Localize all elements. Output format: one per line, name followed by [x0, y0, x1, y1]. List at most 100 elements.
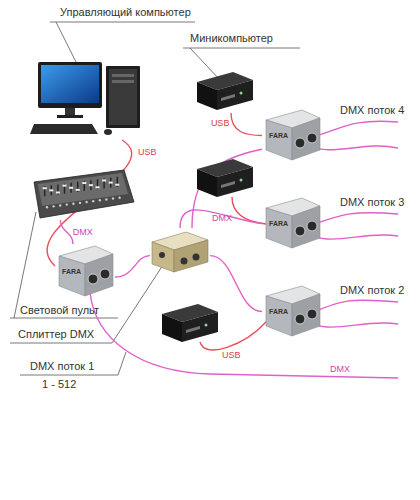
dmx-cable — [115, 256, 150, 277]
illustration-shape — [292, 118, 320, 160]
usb-cable — [231, 113, 262, 136]
illustration-shape — [197, 82, 217, 110]
illustration-shape — [38, 173, 128, 206]
device-illustration — [195, 68, 255, 113]
illustration-shape — [174, 240, 208, 272]
cable-label: USB — [211, 118, 230, 129]
illustration-shape — [307, 309, 317, 319]
illustration-shape — [152, 242, 174, 272]
illustration-shape — [118, 197, 120, 199]
stream-label: DMX поток 2 — [340, 284, 404, 297]
cable-label: DMX — [212, 213, 232, 224]
device-face — [197, 169, 217, 197]
dmx-cable — [210, 256, 262, 312]
illustration-shape — [99, 199, 101, 201]
illustration-shape — [292, 206, 320, 248]
illustration-shape — [266, 120, 292, 160]
dmx-cable — [90, 292, 398, 378]
illustration-shape — [109, 69, 137, 125]
stream-label: DMX поток 4 — [340, 104, 404, 117]
illustration-shape — [159, 252, 165, 258]
leader-line — [183, 48, 300, 80]
dmx-interface: FARA — [262, 108, 322, 163]
illustration-shape — [69, 187, 73, 189]
illustration-shape — [85, 254, 113, 296]
channel-range: 1 - 512 — [42, 378, 76, 391]
illustration-shape — [307, 221, 317, 231]
illustration-shape — [104, 129, 112, 135]
dmx-cable — [312, 300, 398, 313]
leader-line — [10, 212, 118, 318]
illustration-shape — [181, 258, 188, 265]
dmx-wires — [90, 121, 398, 378]
illustration-shape — [30, 124, 98, 134]
illustration-shape — [102, 179, 106, 181]
illustration-shape — [92, 200, 94, 202]
illustration-shape — [66, 203, 68, 205]
illustration-shape — [112, 197, 114, 199]
illustration-shape — [109, 182, 113, 184]
illustration-shape — [85, 201, 87, 203]
illustration-shape — [52, 205, 54, 207]
device-port — [221, 181, 235, 188]
dmx-cable — [312, 213, 398, 225]
illustration-shape — [38, 62, 102, 108]
illustration-shape — [106, 66, 140, 128]
illustration-shape — [59, 204, 61, 206]
cable-label: DMX — [330, 364, 350, 375]
device-port — [186, 326, 200, 333]
illustration-shape — [49, 189, 53, 191]
control-computer: Управляющий компьютер — [30, 58, 145, 140]
brand-mark: FARA — [269, 308, 293, 316]
device-led — [205, 324, 208, 327]
device-face — [182, 312, 218, 342]
device-face — [217, 167, 253, 197]
illustration-shape — [240, 92, 243, 95]
dmx-interface: FARA — [262, 284, 322, 339]
cable-label: DMX — [73, 227, 93, 238]
dmx-interface: FARA — [55, 244, 115, 299]
illustration-shape — [46, 206, 48, 208]
device-illustration — [30, 58, 145, 140]
mini-computer-art — [197, 159, 253, 197]
callout-text: Миникомпьютер — [190, 32, 310, 45]
illustration-shape — [41, 65, 99, 103]
illustration-shape — [56, 191, 60, 193]
illustration-shape — [96, 186, 100, 188]
illustration-shape — [295, 226, 305, 236]
illustration-shape — [57, 115, 83, 118]
illustration-shape — [295, 138, 305, 148]
cable-label: USB — [138, 147, 157, 158]
leader-line — [50, 22, 195, 66]
illustration-shape — [88, 274, 98, 284]
dmx-cable — [60, 220, 73, 244]
illustration-shape — [266, 208, 292, 248]
illustration-shape — [217, 80, 253, 110]
callout-text: Световой пульт — [20, 304, 140, 317]
brand-mark: FARA — [269, 220, 293, 228]
brand-mark: FARA — [62, 268, 86, 276]
illustration-shape — [100, 269, 110, 279]
light-console: Световой пульт — [28, 168, 136, 220]
leader-line — [20, 352, 126, 375]
brand-mark: FARA — [269, 132, 293, 140]
illustration-shape — [105, 198, 107, 200]
illustration-shape — [63, 185, 67, 187]
device-face — [162, 314, 182, 342]
cable-label: USB — [222, 350, 241, 361]
illustration-shape — [82, 182, 86, 184]
illustration-shape — [221, 94, 235, 101]
dmx-cable — [312, 121, 398, 137]
usb-cable — [232, 197, 266, 224]
illustration-shape — [112, 80, 134, 83]
callout-text: Сплиттер DMX — [18, 328, 138, 341]
mini-computer: Миникомпьютер — [195, 68, 255, 113]
illustration-shape — [79, 202, 81, 204]
illustration-shape — [89, 184, 93, 186]
illustration-shape — [59, 256, 85, 296]
dmx-cable — [192, 149, 262, 228]
dmx-interface: FARA — [262, 196, 322, 251]
mini-computer-art — [162, 304, 218, 342]
illustration-shape — [76, 189, 80, 191]
